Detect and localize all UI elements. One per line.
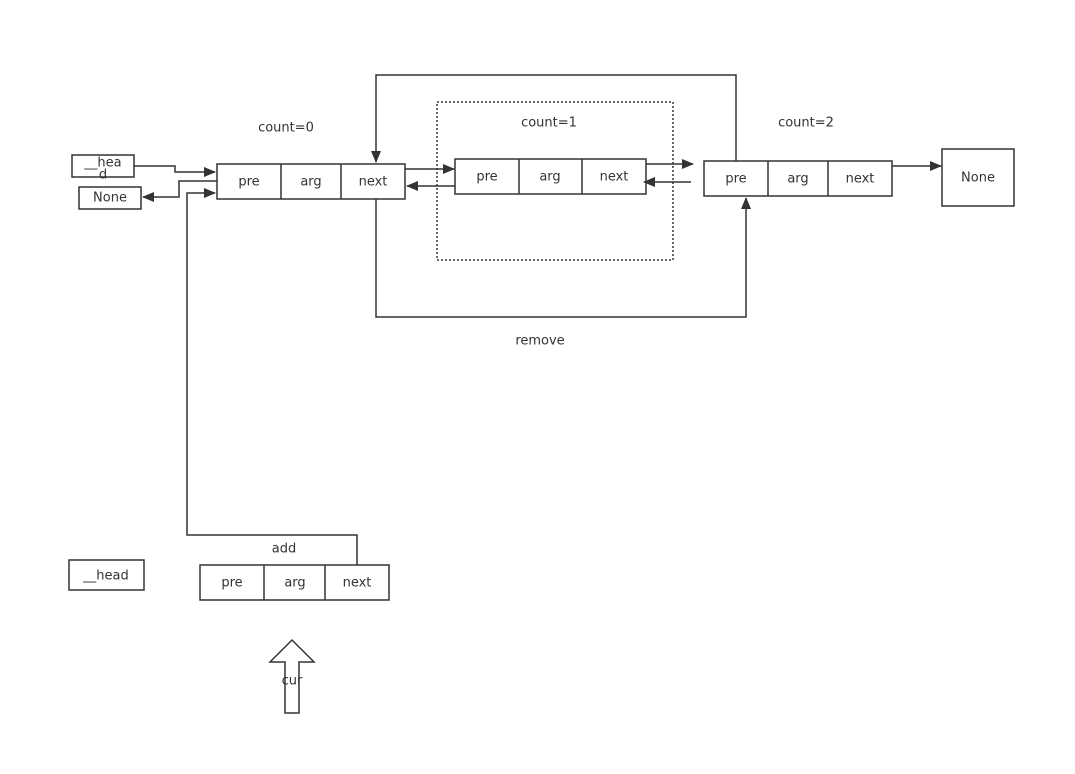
node-0: pre arg next bbox=[216, 163, 406, 200]
node0-next-to-node2-remove-arrow bbox=[375, 197, 751, 318]
new-node-to-node0-add-arrow bbox=[186, 188, 358, 565]
head-box-bottom: __head bbox=[68, 559, 145, 591]
node-1-next: next bbox=[600, 170, 629, 185]
cur-arrow-icon bbox=[268, 638, 316, 714]
head-to-node0-arrow bbox=[134, 165, 216, 177]
none-label-right: None bbox=[961, 171, 995, 186]
remove-label: remove bbox=[515, 334, 564, 349]
node-1-arg: arg bbox=[539, 170, 560, 185]
count-2-label: count=2 bbox=[778, 116, 834, 131]
node-0-pre: pre bbox=[238, 175, 259, 190]
node-2-arg: arg bbox=[787, 172, 808, 187]
removed-node-region bbox=[436, 101, 674, 261]
add-label: add bbox=[272, 542, 296, 557]
new-node-pre: pre bbox=[221, 576, 242, 591]
node0-pre-to-none-arrow bbox=[142, 180, 217, 202]
new-node-next: next bbox=[343, 576, 372, 591]
node-2: pre arg next bbox=[703, 160, 893, 197]
none-box-right: None bbox=[941, 148, 1015, 207]
count-0-label: count=0 bbox=[258, 121, 314, 136]
cur-label: cur bbox=[282, 674, 303, 689]
node-2-pre: pre bbox=[725, 172, 746, 187]
node-0-arg: arg bbox=[300, 175, 321, 190]
node-2-next: next bbox=[846, 172, 875, 187]
node2-pre-to-node0-arrow bbox=[371, 74, 737, 163]
node-1: pre arg next bbox=[454, 158, 647, 195]
none-box-left: None bbox=[78, 186, 142, 210]
node-1-pre: pre bbox=[476, 170, 497, 185]
node-0-next: next bbox=[359, 175, 388, 190]
count-1-label: count=1 bbox=[521, 116, 577, 131]
new-node: pre arg next bbox=[199, 564, 390, 601]
new-node-arg: arg bbox=[284, 576, 305, 591]
head-box-top: __hea d bbox=[71, 154, 135, 183]
head-label-line2: d bbox=[99, 168, 107, 183]
none-label-left: None bbox=[93, 191, 127, 206]
head-label-bottom: __head bbox=[82, 569, 128, 584]
head-label-line1: __hea bbox=[83, 156, 121, 171]
cur-pointer: cur bbox=[268, 638, 316, 714]
